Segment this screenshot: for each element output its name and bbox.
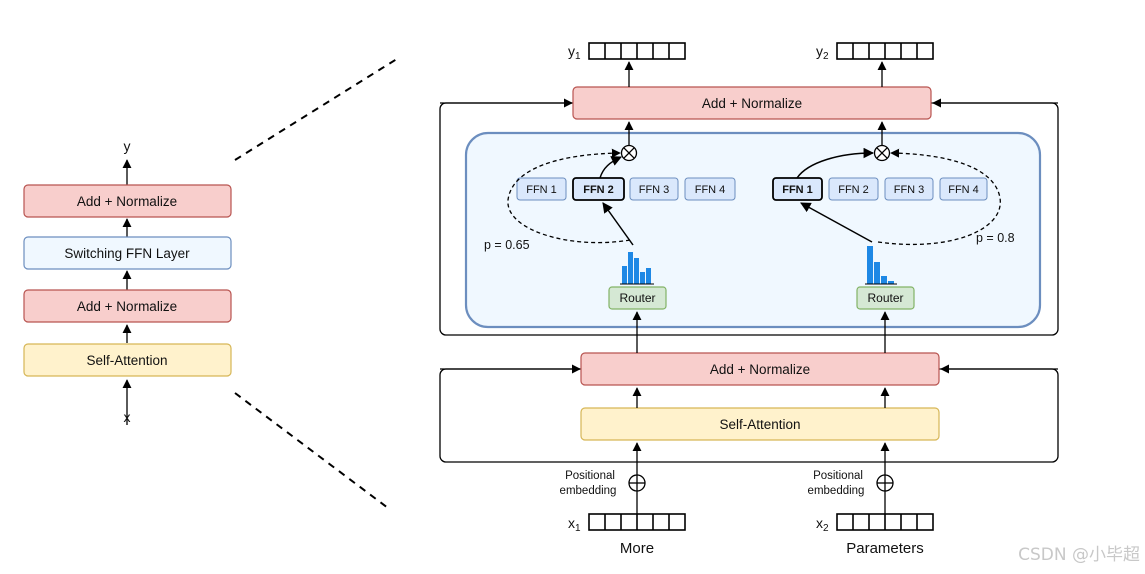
ffn-right-4-label: FFN 4 bbox=[948, 184, 979, 196]
pos-embed-right-line2: embedding bbox=[808, 485, 865, 497]
router-right bbox=[856, 286, 915, 310]
route-right-solid bbox=[800, 202, 873, 243]
ffn-left-3-label: FFN 3 bbox=[639, 184, 670, 196]
ffn-right-3-label: FFN 3 bbox=[894, 184, 925, 196]
ffn-left-2 bbox=[572, 177, 625, 201]
ffn-left-3 bbox=[629, 177, 679, 201]
output-y1-label: y1 bbox=[568, 43, 581, 62]
ffn-group-left: FFN 1 FFN 2 FFN 3 FFN 4 bbox=[516, 177, 736, 201]
output-y1-vector bbox=[588, 42, 686, 60]
ffn-left-1-label: FFN 1 bbox=[526, 184, 557, 196]
left-input-label: x bbox=[124, 409, 131, 425]
right-add-norm-bottom-label: Add + Normalize bbox=[710, 362, 810, 377]
right-add-norm-top-block bbox=[572, 86, 932, 120]
ffn1-to-multiply bbox=[796, 147, 875, 179]
router-left bbox=[608, 286, 667, 310]
pos-embed-left-line1: Positional bbox=[565, 470, 615, 482]
ffn-left-2-label: FFN 2 bbox=[583, 184, 614, 196]
router-left-label: Router bbox=[619, 291, 655, 305]
left-output-label: y bbox=[124, 138, 131, 154]
zoom-line-bottom bbox=[234, 392, 389, 509]
left-switching-ffn-block bbox=[23, 236, 232, 270]
left-self-attention-label: Self-Attention bbox=[86, 353, 167, 368]
pos-embed-right-line1: Positional bbox=[813, 470, 863, 482]
zoom-line-top bbox=[234, 56, 401, 161]
left-switching-ffn-label: Switching FFN Layer bbox=[64, 246, 190, 261]
ffn-right-2 bbox=[828, 177, 879, 201]
ffn-right-1-label: FFN 1 bbox=[782, 184, 813, 196]
left-add-norm-bottom-block bbox=[23, 289, 232, 323]
pos-embed-left-line2: embedding bbox=[560, 485, 617, 497]
output-y2-label: y2 bbox=[816, 43, 829, 62]
ffn-left-4 bbox=[684, 177, 736, 201]
input-x1-word: More bbox=[620, 540, 654, 557]
right-self-attention-label: Self-Attention bbox=[719, 417, 800, 432]
route-right-dashed bbox=[877, 148, 1001, 246]
ffn-left-1 bbox=[516, 177, 567, 201]
ffn-left-4-label: FFN 4 bbox=[695, 184, 726, 196]
input-x1-label: x1 bbox=[568, 515, 581, 534]
output-y2-vector bbox=[836, 42, 934, 60]
left-add-norm-top-block bbox=[23, 184, 232, 218]
prob-left: p = 0.65 bbox=[484, 238, 530, 252]
input-x1-vector bbox=[588, 513, 686, 531]
input-x2-label: x2 bbox=[816, 515, 829, 534]
add-circle-right bbox=[876, 474, 894, 492]
switching-ffn-container bbox=[464, 131, 1042, 329]
left-add-norm-top-label: Add + Normalize bbox=[77, 194, 177, 209]
watermark: CSDN @小毕超 bbox=[1018, 545, 1140, 565]
output-y1: y1 bbox=[568, 42, 686, 62]
ffn-right-3 bbox=[884, 177, 934, 201]
multiply-right bbox=[873, 144, 891, 162]
router-right-label: Router bbox=[867, 291, 903, 305]
input-x1: x1 More bbox=[568, 513, 686, 557]
right-diagram: Add + Normalize Add + Normalize Self-Att… bbox=[439, 42, 1059, 557]
right-self-attention-block bbox=[580, 407, 940, 441]
router-histogram-left bbox=[622, 252, 651, 284]
route-left-dashed bbox=[507, 148, 631, 244]
left-add-norm-bottom-label: Add + Normalize bbox=[77, 299, 177, 314]
input-x2-vector bbox=[836, 513, 934, 531]
multiply-left bbox=[620, 144, 638, 162]
router-histogram-right bbox=[867, 246, 894, 284]
ffn-right-4 bbox=[939, 177, 988, 201]
add-circle-left bbox=[628, 474, 646, 492]
right-add-norm-top-label: Add + Normalize bbox=[702, 96, 802, 111]
route-left-solid bbox=[602, 202, 634, 246]
right-add-norm-bottom-block bbox=[580, 352, 940, 386]
output-y2: y2 bbox=[816, 42, 934, 62]
input-x2: x2 Parameters bbox=[816, 513, 934, 557]
ffn-group-right: FFN 1 FFN 2 FFN 3 FFN 4 bbox=[772, 177, 988, 201]
ffn-right-2-label: FFN 2 bbox=[838, 184, 869, 196]
prob-right: p = 0.8 bbox=[976, 231, 1015, 245]
left-self-attention-block bbox=[23, 343, 232, 377]
ffn2-to-multiply bbox=[599, 156, 622, 179]
input-x2-word: Parameters bbox=[846, 540, 924, 557]
left-stack: Self-Attention Add + Normalize Switching… bbox=[23, 138, 232, 425]
